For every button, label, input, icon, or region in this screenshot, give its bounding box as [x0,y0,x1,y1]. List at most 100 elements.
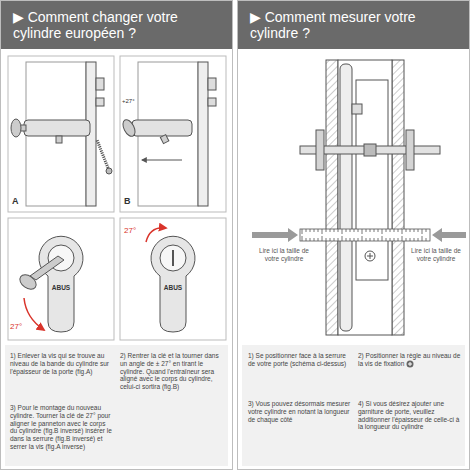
step-text-wrap: 1) Se positionner face à la serrure de v… [248,352,352,368]
cylinder-front-right-part [120,218,226,340]
read-arrows-part [252,228,298,242]
figure-a-part [24,120,90,136]
door-section-part [338,60,392,335]
figure-b-part [142,160,182,161]
cylinder-front-right-part [151,236,195,332]
figure-b-part [132,120,192,136]
figure-b-part [198,62,208,206]
cylinder-front-right-part [146,228,166,242]
ruler-tick [366,229,367,232]
ruler-part [300,229,430,241]
ruler-tick [350,229,351,232]
ruler-tick [418,229,419,232]
figure-b-part [120,56,226,212]
ruler-tick [414,229,415,232]
ruler-tick [306,229,307,232]
step-text-wrap: 1) Enlever la vis qui se trouve au nivea… [10,352,114,375]
ruler-tick [322,229,323,234]
ruler-tick [402,229,403,234]
door-section-part [352,104,362,114]
screw-icon [406,360,414,368]
figure-b-part [208,78,216,90]
angle-label-wrap: +27° [122,98,148,105]
cylinder-front-left-part [39,236,83,332]
fixing-screw [365,251,375,261]
cylinder-front-right-part [160,245,186,271]
figure-b [120,56,226,212]
ruler-tick [326,229,327,232]
ruler-tick [346,229,347,232]
ruler-tick [318,238,319,241]
figure-b-part [208,98,216,106]
ruler-tick [346,238,347,241]
step-text: 2) Rentrer la clé et la tourner dans un … [120,352,219,390]
ruler-tick [410,229,411,232]
ruler-tick [390,238,391,241]
ruler-tick [370,238,371,241]
ruler-tick [410,238,411,241]
ruler-tick [342,229,343,234]
screw-icon-disc [407,361,414,368]
ruler-tick [402,236,403,241]
ruler-tick [394,238,395,241]
step-text-wrap: 3) Pour le montage du nouveau cylindre. … [10,404,114,451]
ruler-tick [354,238,355,241]
figure-letter-wrap: A [12,196,24,207]
ruler-tick [426,238,427,241]
text-area [242,345,465,466]
cylinder-front-left [8,218,114,340]
read-here-label-wrap: Lire ici la taille de votre cylindre [406,247,466,263]
instruction-panel: ▶ Comment mesurer votre cylindre ? [237,0,470,470]
cylinder-front-left-part [30,256,64,280]
step-text-wrap: 2) Rentrer la clé et la tourner dans un … [120,352,224,391]
figure-a-part [97,140,108,168]
cylinder-front-left-part [24,298,44,330]
screw-icon-cross [408,362,412,366]
ruler [300,229,430,241]
ruler-tick [358,229,359,232]
figure-b-part [160,135,169,144]
ruler-tick [398,238,399,241]
step-text: 3) Vous pouvez désormais mesurer votre c… [248,400,350,423]
ruler-tick [370,229,371,232]
door-section-part [392,60,404,335]
panel-heading: ▶ Comment changer votre cylindre europée… [1,1,232,49]
read-here-label-wrap: Lire ici la taille de votre cylindre [252,247,316,263]
ruler-tick [334,238,335,241]
step-text-wrap: 4) Si vous désirez ajouter une garniture… [358,400,462,431]
figure-a-part [11,119,21,137]
ruler-tick [382,229,383,234]
door-section [300,60,440,335]
cylinder-front-right-part [172,250,174,266]
panel-heading: ▶ Comment mesurer votre cylindre ? [238,1,469,49]
ruler-tick [386,229,387,232]
read-here-label: Lire ici la taille de votre cylindre [411,247,461,262]
ruler-tick [358,238,359,241]
ruler-tick [330,229,331,232]
step-text: 1) Enlever la vis qui se trouve au nivea… [10,352,109,375]
ruler-tick [350,238,351,241]
brand-mark: ABUS [164,284,182,291]
ruler-tick [334,229,335,232]
figure-a-part [106,168,112,174]
read-here-label: Lire ici la taille de votre cylindre [259,247,309,262]
angle-label: +27° [122,98,135,104]
door-section-part [370,253,371,259]
ruler-tick [326,238,327,241]
figure-a [8,56,114,212]
ruler-tick [362,229,363,234]
ruler-tick [354,229,355,232]
cylinder-front-left-part [8,218,114,340]
ruler-tick [386,238,387,241]
door-section-part [340,64,352,331]
ruler-tick [382,236,383,241]
figure-letter-wrap: B [124,196,136,207]
read-arrows-part [432,228,466,242]
ruler-tick [330,238,331,241]
ruler-tick [314,229,315,232]
ruler-tick [306,238,307,241]
ruler-tick [302,229,303,234]
door-section-part [364,144,376,156]
ruler-tick [418,238,419,241]
